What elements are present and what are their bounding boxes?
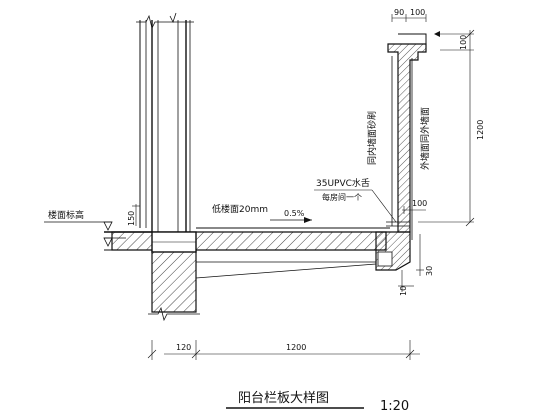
dim-right-small: 100 bbox=[459, 35, 468, 50]
drawing-title: 阳台栏板大样图 bbox=[238, 391, 329, 406]
floor-elevation-label: 楼面标高 bbox=[48, 209, 84, 221]
dim-bottom-10: 10 bbox=[399, 286, 408, 296]
dim-top-a: 90 bbox=[394, 8, 404, 17]
balcony-parapet bbox=[375, 33, 427, 271]
drain-spacing-label: 每房间一个 bbox=[322, 192, 362, 202]
slope-label: 0.5% bbox=[284, 209, 305, 218]
outer-finish-label: 外墙面同外墙面 bbox=[419, 107, 431, 170]
drawing-scale: 1:20 bbox=[380, 399, 409, 414]
mid-dimensions bbox=[398, 206, 426, 292]
dim-left-step: 150 bbox=[127, 211, 136, 226]
elevation-mark bbox=[44, 204, 140, 247]
lower-floor-label: 低楼面20mm bbox=[212, 203, 268, 215]
dim-bottom-120: 120 bbox=[176, 343, 191, 352]
dim-mid-100: 100 bbox=[412, 199, 427, 208]
top-dimensions bbox=[391, 14, 427, 22]
right-dimensions bbox=[418, 29, 475, 227]
dim-top-b: 100 bbox=[410, 8, 425, 17]
dim-bottom-30: 30 bbox=[425, 266, 434, 276]
drain-pipe-label: 35UPVC水舌 bbox=[316, 177, 370, 189]
dim-right-height: 1200 bbox=[476, 120, 485, 140]
bottom-dimensions bbox=[147, 340, 420, 360]
floor-slab bbox=[104, 227, 390, 322]
wall-column bbox=[136, 12, 194, 232]
inner-finish-label: 同内墙面砂刷 bbox=[366, 111, 378, 165]
dim-bottom-1200: 1200 bbox=[286, 343, 306, 352]
